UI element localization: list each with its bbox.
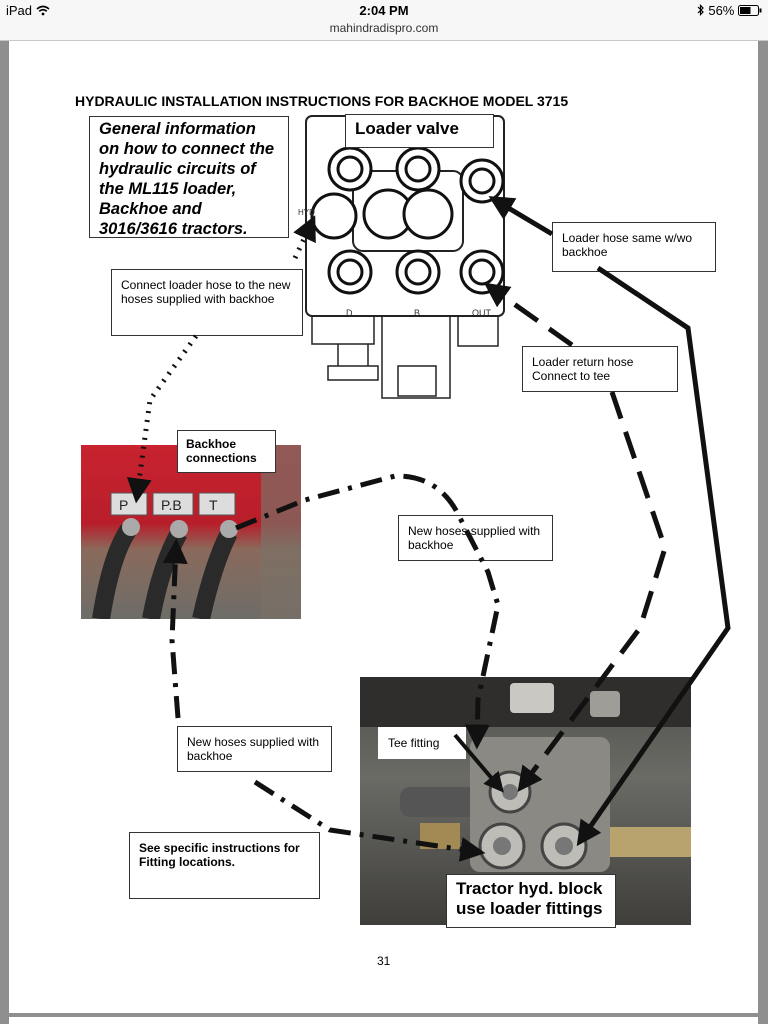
url-text[interactable]: mahindradispro.com [329, 21, 439, 35]
backhoe-port-t: T [209, 497, 218, 513]
document-title: HYDRAULIC INSTALLATION INSTRUCTIONS FOR … [75, 93, 569, 109]
device-name: iPad [6, 3, 33, 18]
backhoe-port-p: P [119, 497, 128, 513]
backhoe-connections-photo: P P.B T [81, 445, 301, 619]
page-number: 31 [377, 954, 391, 968]
specific-instructions-note: See specific instructions for Fitting lo… [129, 832, 320, 899]
new-hoses-note-lower: New hoses supplied with backhoe [177, 726, 332, 772]
battery-icon [738, 5, 762, 16]
backhoe-port-pb: P.B [161, 497, 182, 513]
valve-port-d: D [346, 308, 353, 318]
document-page[interactable]: HYDRAULIC INSTALLATION INSTRUCTIONS FOR … [9, 41, 758, 1013]
new-hoses-lower-run [253, 779, 486, 862]
clock: 2:04 PM [359, 3, 409, 18]
connect-loader-dotted-line [292, 215, 316, 260]
valve-port-out: OUT [472, 308, 492, 318]
bluetooth-icon [697, 4, 704, 16]
tee-fitting-arrow [453, 733, 504, 793]
loader-return-line [483, 282, 574, 348]
loader-return-dashed-run [517, 391, 668, 793]
loader-hose-line [488, 196, 554, 237]
backhoe-connections-label: Backhoe connections [177, 430, 276, 473]
loader-return-hose-note: Loader return hose Connect to tee [522, 346, 678, 392]
loader-valve-label: Loader valve [345, 114, 494, 148]
loader-valve-diagram: HYD D B OUT [298, 115, 505, 399]
valve-port-b: B [414, 308, 420, 318]
loader-hose-solid-run [576, 265, 731, 847]
tractor-block-label: Tractor hyd. block use loader fittings [446, 874, 616, 928]
valve-port-hyd: HYD [298, 208, 315, 217]
address-bar[interactable]: mahindradispro.com [0, 20, 768, 41]
loader-hose-note: Loader hose same w/wo backhoe [552, 222, 716, 272]
tee-fitting-label: Tee fitting [378, 727, 466, 759]
new-hoses-note-upper: New hoses supplied with backhoe [398, 515, 553, 561]
battery-percent: 56% [708, 3, 735, 18]
connect-loader-dotted-run [126, 334, 199, 504]
connect-loader-hose-note: Connect loader hose to the new hoses sup… [111, 269, 303, 336]
next-page-edge [9, 1017, 758, 1024]
battery-status: 56% [697, 3, 762, 18]
device-status: iPad [6, 3, 50, 18]
general-information-box: General information on how to connect th… [89, 116, 289, 238]
status-bar: iPad 2:04 PM 56% [0, 0, 768, 20]
new-hoses-upper-line [235, 473, 501, 750]
new-hoses-lower-line [162, 538, 188, 719]
wifi-icon [36, 5, 50, 16]
